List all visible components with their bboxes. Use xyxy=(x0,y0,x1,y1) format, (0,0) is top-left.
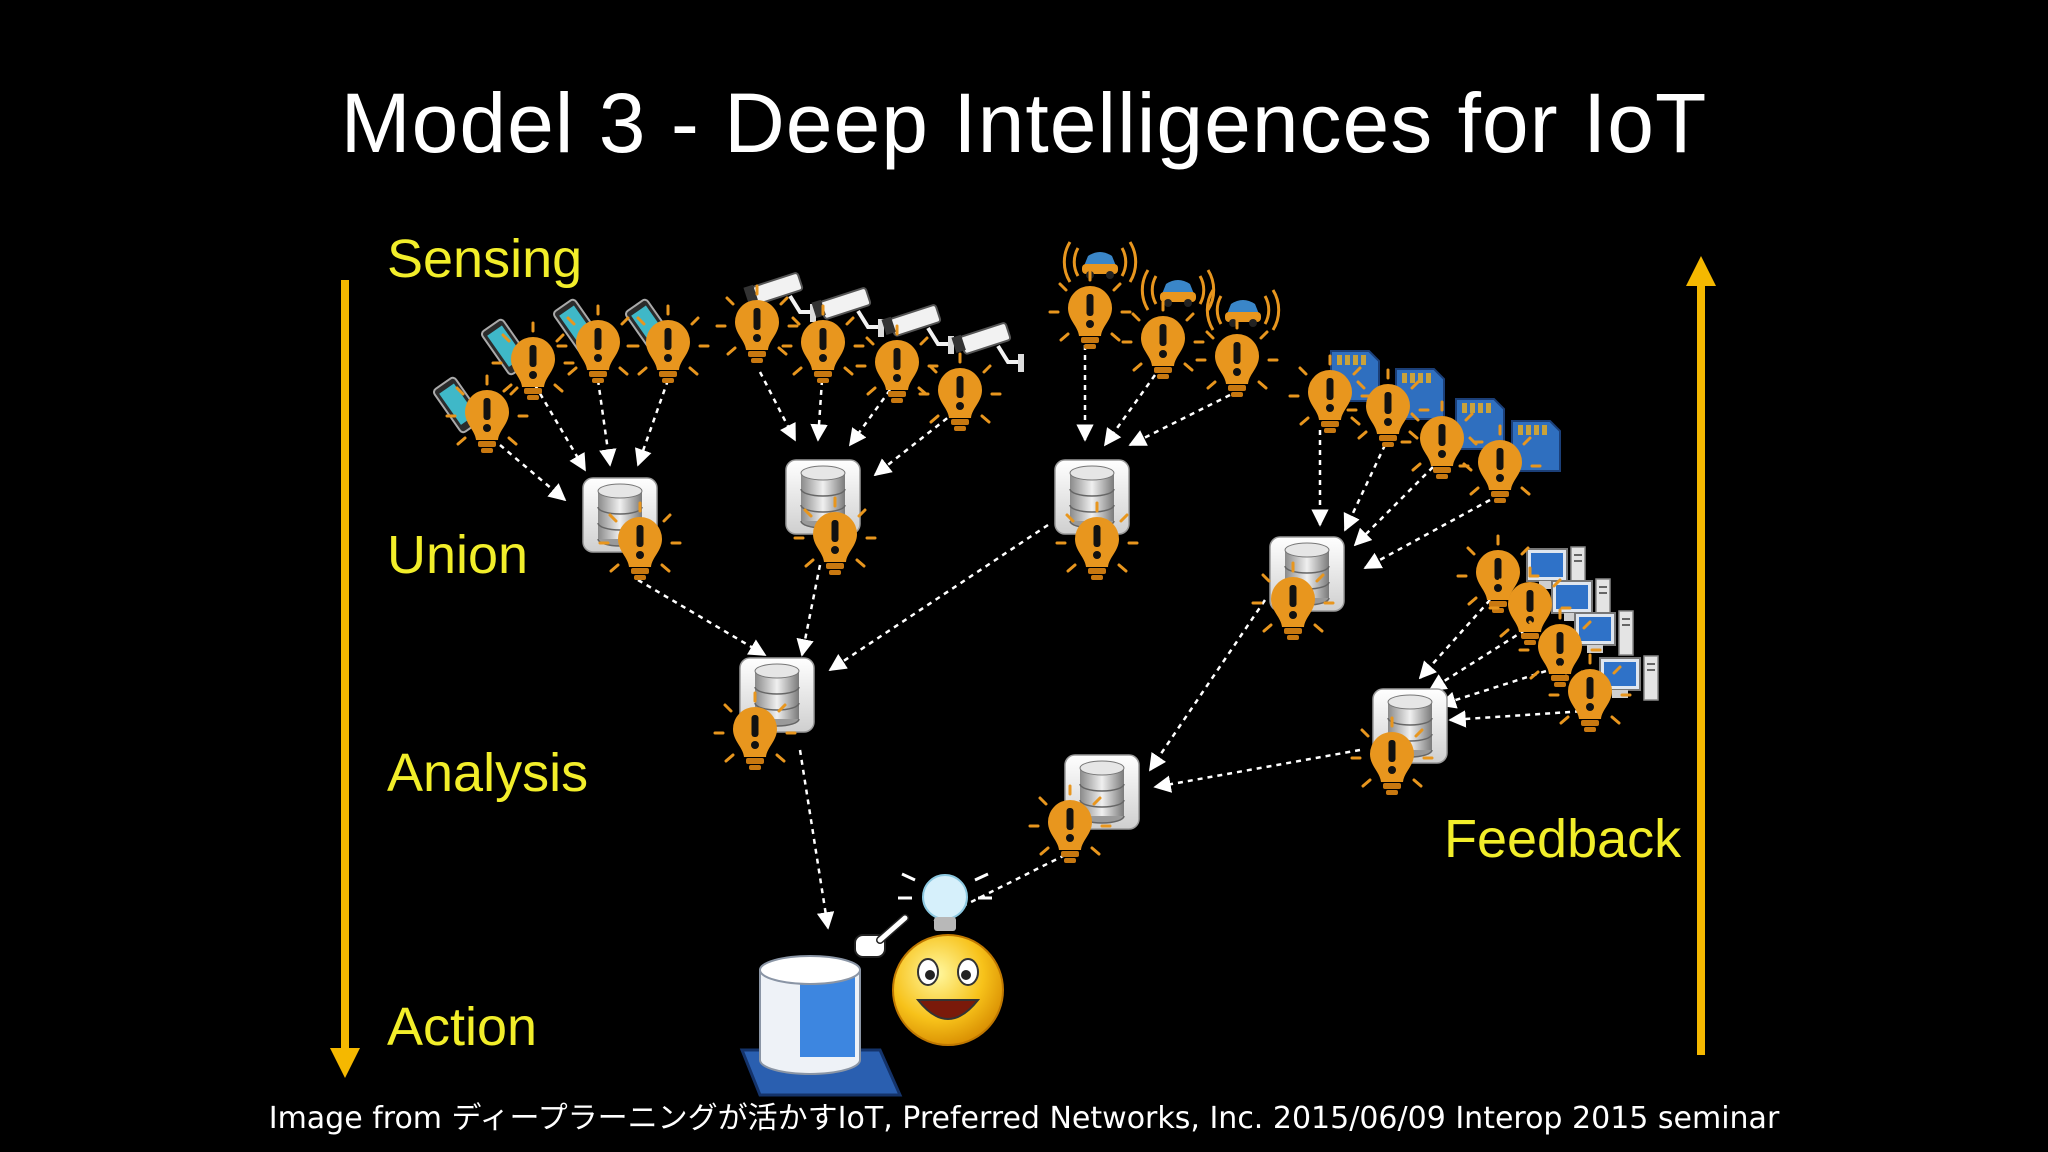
alert-bulb-icon xyxy=(855,324,939,405)
alert-bulb-icon xyxy=(1048,270,1132,351)
alert-bulb-icon xyxy=(781,304,865,385)
up-feedback-arrow xyxy=(1686,256,1716,1055)
stage-label-feedback: Feedback xyxy=(1444,809,1682,869)
image-source-caption: Image from ディープラーニングが活かすIoT, Preferred N… xyxy=(268,1101,1780,1136)
slide-title: Model 3 - Deep Intelligences for IoT xyxy=(340,76,1708,170)
dashed-connectors xyxy=(499,345,1601,930)
down-flow-arrow xyxy=(330,280,360,1078)
car-signal-icon xyxy=(1205,288,1281,332)
security-camera-icon xyxy=(949,320,1026,374)
stage-label-analysis: Analysis xyxy=(387,743,589,803)
stage-label-action: Action xyxy=(387,997,538,1057)
computer-icon xyxy=(1574,610,1634,656)
lightbulb-idea-icon xyxy=(898,872,992,931)
stage-label-union: Union xyxy=(387,525,529,585)
alert-bulb-icons xyxy=(445,270,1632,865)
alert-bulb-icon xyxy=(1195,318,1279,399)
car-signal-icon xyxy=(1140,268,1216,312)
alert-bulb-icon xyxy=(1121,300,1205,381)
smiley-icon xyxy=(892,934,1004,1046)
database-icons xyxy=(582,459,1448,830)
car-signal-icon xyxy=(1062,240,1138,284)
storage-device-icon xyxy=(739,955,903,1097)
pointing-hand-icon xyxy=(854,914,909,958)
stage-label-sensing: Sensing xyxy=(387,229,583,289)
